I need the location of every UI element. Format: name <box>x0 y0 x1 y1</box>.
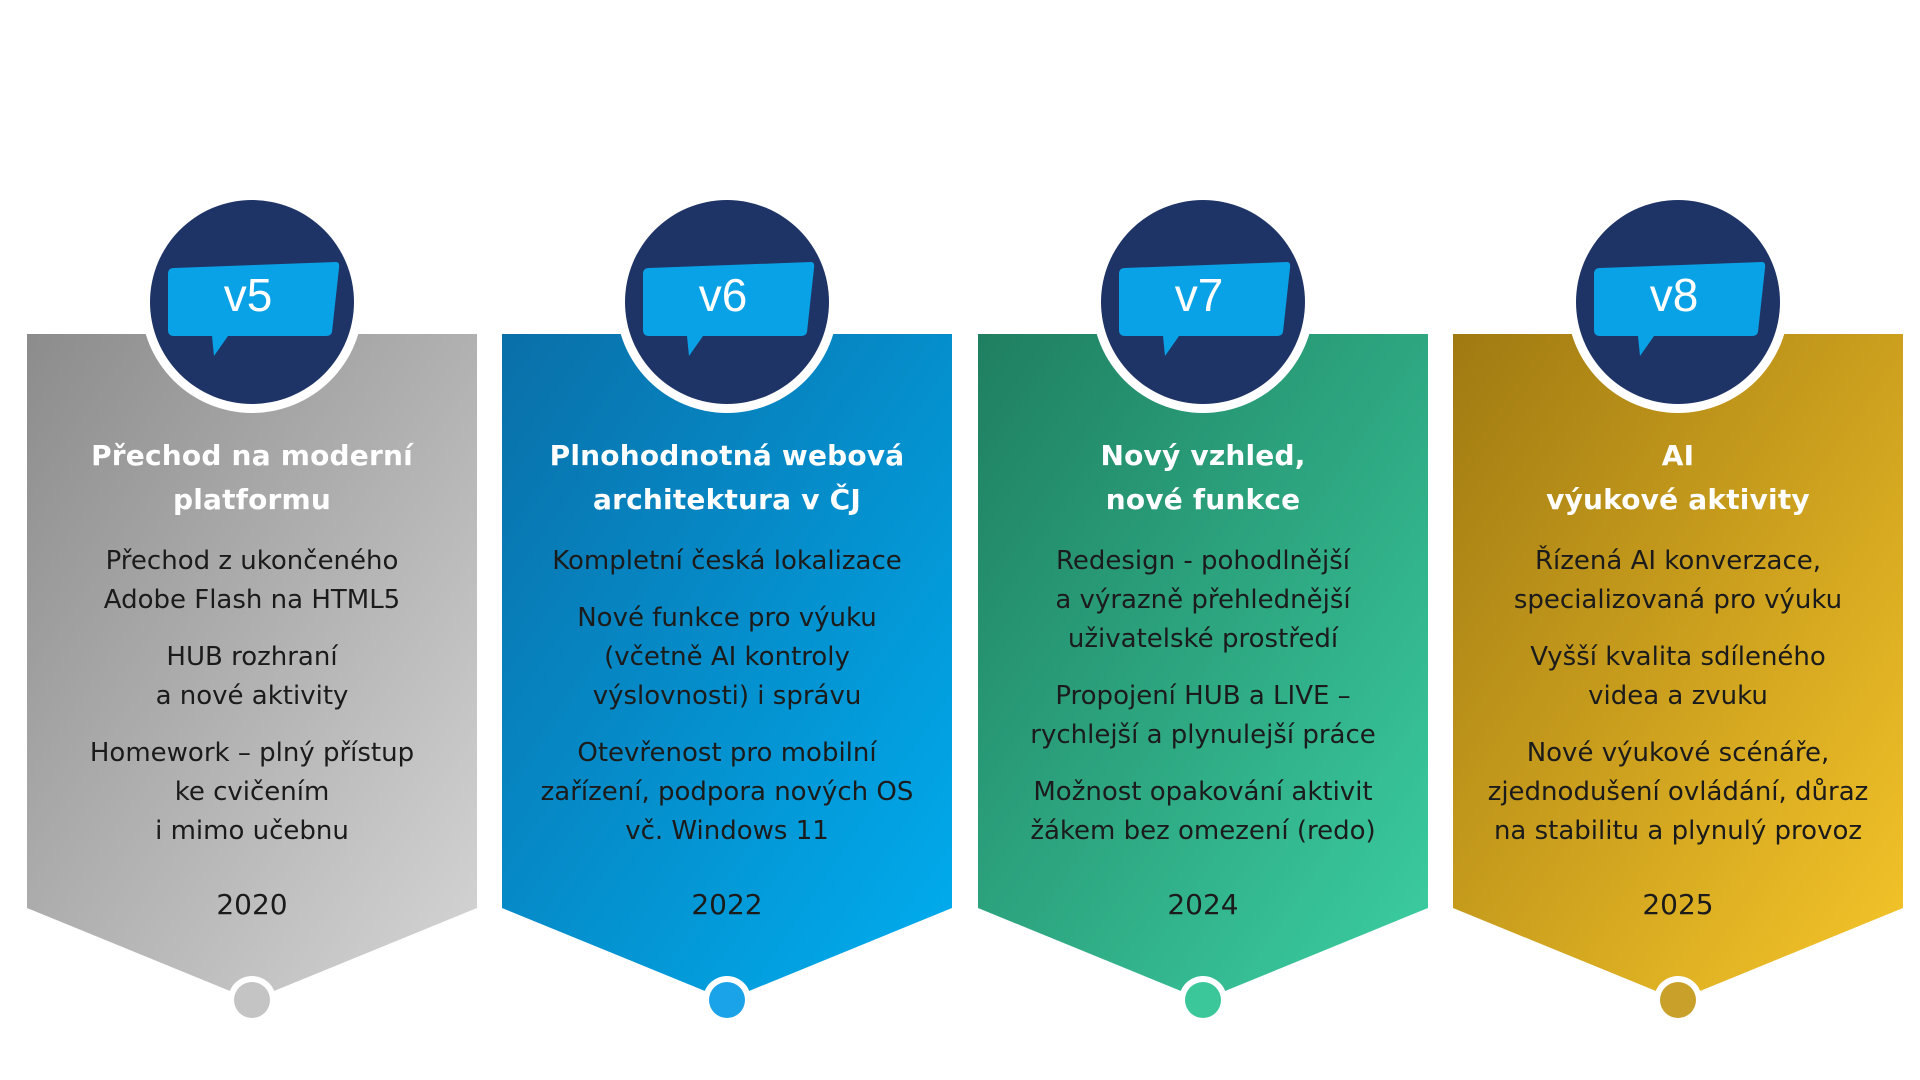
timeline-dot <box>234 982 270 1018</box>
card-text: AI výukové aktivity Řízená AI konverzace… <box>1453 434 1903 869</box>
version-label: v8 <box>1649 269 1699 321</box>
timeline-dot <box>1660 982 1696 1018</box>
feature-item: Řízená AI konverzace, specializovaná pro… <box>1513 546 1843 615</box>
feature-list: Kompletní česká lokalizace Nové funkce p… <box>502 542 952 851</box>
speech-bubble-icon <box>1119 262 1291 356</box>
feature-list: Řízená AI konverzace, specializovaná pro… <box>1453 542 1903 851</box>
card-shape <box>978 191 1428 1024</box>
feature-item: Možnost opakování aktivit žákem bez omez… <box>1030 777 1376 846</box>
card-heading: AI výukové aktivity <box>1546 439 1810 516</box>
card-shape <box>1453 191 1903 1024</box>
speech-bubble-icon <box>168 262 340 356</box>
card-body <box>978 334 1428 1000</box>
feature-item: HUB rozhraní a nové aktivity <box>155 642 349 711</box>
feature-item: Přechod z ukončeného Adobe Flash na HTML… <box>103 546 401 615</box>
feature-item: Nové funkce pro výuku (včetně AI kontrol… <box>577 603 877 711</box>
feature-item: Homework – plný přístup ke cvičením i mi… <box>89 738 415 846</box>
feature-list: Redesign - pohodlnější a výrazně přehled… <box>978 542 1428 851</box>
release-year: 2024 <box>1167 888 1239 921</box>
card-shape <box>27 191 477 1024</box>
speech-bubble-icon <box>643 262 815 356</box>
version-label: v6 <box>698 269 748 321</box>
card-text: Přechod na moderní platformu Přechod z u… <box>27 434 477 869</box>
card-text: Plnohodnotná webová architektura v ČJ Ko… <box>502 434 952 869</box>
card-heading: Přechod na moderní platformu <box>91 439 413 516</box>
card-body <box>502 334 952 1000</box>
release-year: 2020 <box>216 888 288 921</box>
card-heading: Plnohodnotná webová architektura v ČJ <box>549 439 905 516</box>
version-card-v8: AI výukové aktivity Řízená AI konverzace… <box>1453 0 1903 1080</box>
version-label: v7 <box>1174 269 1224 321</box>
card-text: Nový vzhled, nové funkce Redesign - poho… <box>978 434 1428 869</box>
release-year: 2025 <box>1642 888 1714 921</box>
speech-bubble-icon <box>1594 262 1766 356</box>
feature-item: Otevřenost pro mobilní zařízení, podpora… <box>540 738 914 846</box>
version-card-v6: Plnohodnotná webová architektura v ČJ Ko… <box>502 0 952 1080</box>
timeline-dot <box>709 982 745 1018</box>
feature-item: Propojení HUB a LIVE – rychlejší a plynu… <box>1030 681 1376 750</box>
card-body <box>1453 334 1903 1000</box>
feature-item: Nové výukové scénáře, zjednodušení ovlád… <box>1487 738 1869 846</box>
timeline-dot <box>1185 982 1221 1018</box>
feature-item: Redesign - pohodlnější a výrazně přehled… <box>1055 546 1351 654</box>
feature-item: Kompletní česká lokalizace <box>552 546 902 576</box>
release-year: 2022 <box>691 888 763 921</box>
feature-item: Vyšší kvalita sdíleného videa a zvuku <box>1530 642 1826 711</box>
card-heading: Nový vzhled, nové funkce <box>1100 439 1306 516</box>
version-card-v7: Nový vzhled, nové funkce Redesign - poho… <box>978 0 1428 1080</box>
feature-list: Přechod z ukončeného Adobe Flash na HTML… <box>27 542 477 851</box>
card-body <box>27 334 477 1000</box>
card-shape <box>502 191 952 1024</box>
version-card-v5: Přechod na moderní platformu Přechod z u… <box>27 0 477 1080</box>
version-label: v5 <box>223 269 273 321</box>
